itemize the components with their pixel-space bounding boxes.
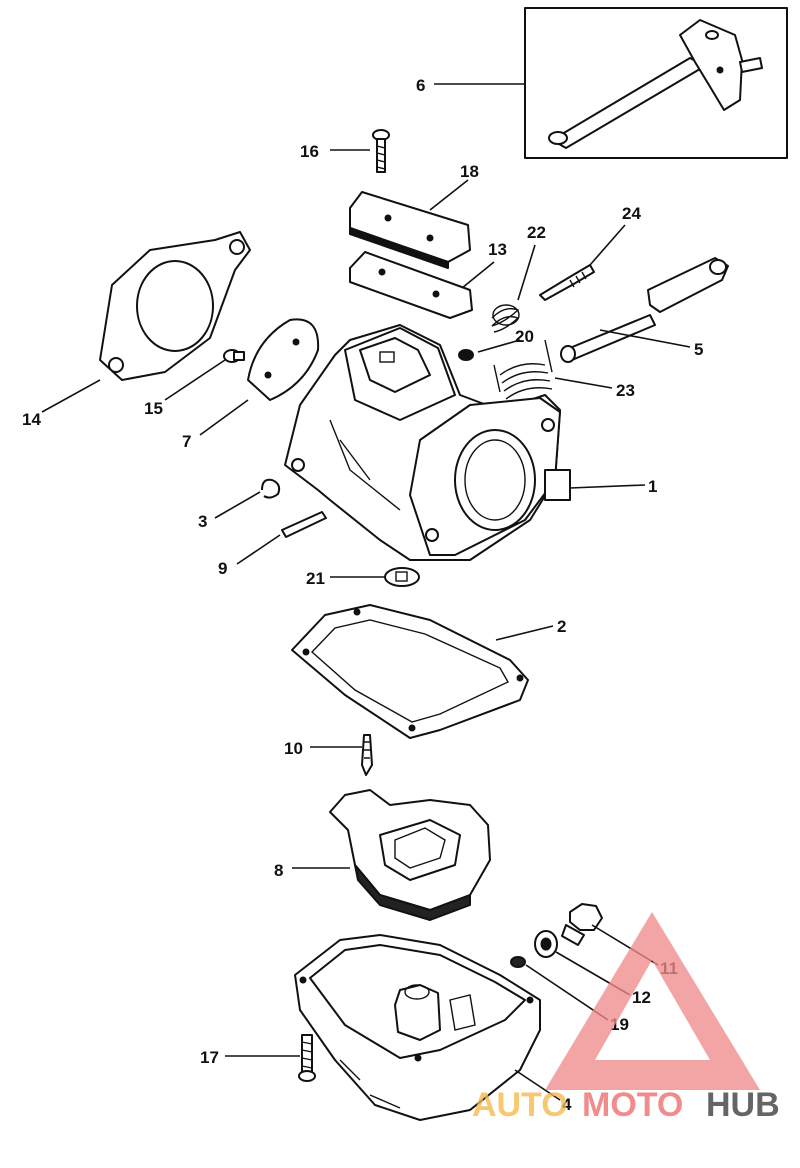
part-9-pin (281, 511, 327, 538)
callout-16: 16 (300, 142, 319, 161)
callout-13: 13 (488, 240, 507, 259)
part-13-gasket (349, 251, 473, 319)
part-10-needle (361, 734, 373, 776)
part-7-disc (247, 318, 320, 401)
part-8-float (329, 789, 491, 921)
part-19-screw (510, 956, 526, 968)
part-20-small-screw (458, 349, 474, 361)
callout-1: 1 (648, 477, 657, 496)
callout-24: 24 (622, 204, 641, 223)
part-18-cover-plate (349, 191, 471, 269)
part-11-plug (561, 903, 603, 946)
callout-2: 2 (557, 617, 566, 636)
watermark: AUTO MOTO HUB (472, 912, 780, 1124)
callout-6: 6 (416, 76, 425, 95)
part-5-throttle-shaft (560, 257, 729, 363)
part-24-needle-screw (539, 264, 595, 301)
callout-17: 17 (200, 1048, 219, 1067)
callout-10: 10 (284, 739, 303, 758)
callout-9: 9 (218, 559, 227, 578)
callout-4: 4 (562, 1095, 572, 1114)
callout-14: 14 (22, 410, 41, 429)
part-23-spring (493, 339, 553, 400)
watermark-auto: AUTO (472, 1086, 568, 1124)
callout-7: 7 (182, 432, 191, 451)
callout-20: 20 (515, 327, 534, 346)
callout-labels: 6 16 18 24 22 13 14 20 5 15 23 7 1 3 9 2… (22, 76, 703, 1114)
callout-12: 12 (632, 988, 651, 1007)
callout-18: 18 (460, 162, 479, 181)
part-12-washer (534, 930, 558, 958)
callout-8: 8 (274, 861, 283, 880)
part-2-bowl-gasket (291, 604, 529, 739)
part-6-inset (524, 7, 788, 159)
part-1-carburetor-body (284, 324, 571, 561)
part-15-screw (223, 349, 245, 363)
part-14-flange-gasket (99, 231, 251, 381)
part-16-screw (372, 129, 390, 173)
part-4-float-bowl (294, 934, 541, 1121)
watermark-hub: HUB (706, 1086, 780, 1124)
callout-3: 3 (198, 512, 207, 531)
part-22-spring (491, 304, 520, 333)
watermark-moto: MOTO (582, 1086, 683, 1124)
part-3-clip (261, 478, 281, 499)
part-21-washer (384, 567, 420, 587)
callout-15: 15 (144, 399, 163, 418)
part-17-screw (298, 1034, 316, 1082)
callout-5: 5 (694, 340, 703, 359)
warning-triangle-logo (545, 912, 760, 1090)
callout-23: 23 (616, 381, 635, 400)
callout-21: 21 (306, 569, 325, 588)
callout-22: 22 (527, 223, 546, 242)
